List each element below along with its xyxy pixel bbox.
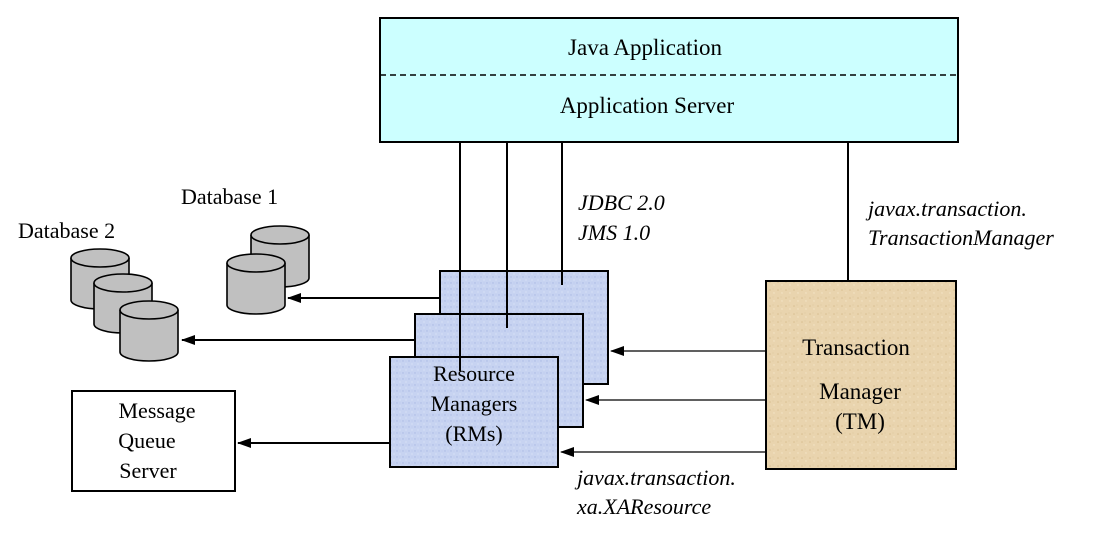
mq-label-line1: Message (119, 398, 196, 423)
resource-manager-box-front (389, 356, 559, 468)
application-server-box: Java Application Application Server (379, 17, 959, 143)
database-2-label: Database 2 (18, 218, 115, 243)
tm-label-line2: Manager (819, 379, 901, 404)
mq-label-line2: Queue (118, 428, 175, 453)
resource-managers-stack: Resource Managers (RMs) (389, 270, 609, 468)
database-2-cylinder-front (119, 300, 179, 362)
tm-interface-label-line2: TransactionManager (868, 225, 1054, 250)
tm-interface-label-line1: javax.transaction. (865, 196, 1027, 221)
xa-arrows (560, 346, 766, 457)
rm-label-line2: Managers (431, 391, 518, 416)
application-server-label: Application Server (560, 93, 735, 118)
jdbc-label: JDBC 2.0 (578, 190, 665, 215)
app-server-connectors (459, 142, 849, 371)
rm-label-line1: Resource (433, 361, 515, 386)
database-1-cylinder-front (226, 253, 286, 315)
tm-label-line3: (TM) (835, 409, 885, 434)
transaction-manager-box: Transaction Manager (TM) (765, 280, 957, 470)
message-queue-server-box: Message Queue Server (71, 390, 236, 492)
xa-interface-label-line1: javax.transaction. (574, 465, 736, 490)
rm-label-line3: (RMs) (445, 421, 502, 446)
tm-label-line1: Transaction (802, 335, 910, 360)
database-1-label: Database 1 (181, 184, 278, 209)
database-1 (226, 225, 310, 315)
jms-label: JMS 1.0 (578, 220, 650, 245)
xa-interface-label-line2: xa.XAResource (576, 494, 711, 519)
java-application-label: Java Application (568, 35, 722, 60)
database-2 (70, 248, 179, 362)
mq-label-line3: Server (119, 458, 177, 483)
resource-arrows (181, 293, 440, 448)
